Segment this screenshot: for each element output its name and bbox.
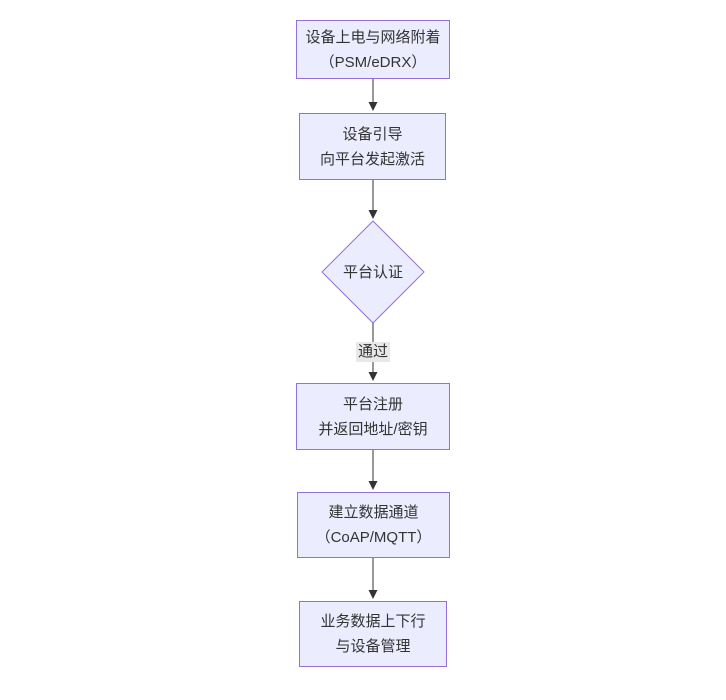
node-device-bootstrap-label: 设备引导 向平台发起激活: [319, 125, 425, 168]
arrowhead-d-e: [368, 481, 378, 490]
arrowhead-e-f: [368, 590, 378, 599]
node-device-bootstrap: 设备引导 向平台发起激活: [299, 113, 446, 180]
node-business-data-label: 业务数据上下行 与设备管理: [320, 613, 426, 655]
edge-label-pass: 通过: [355, 342, 391, 362]
node-platform-auth-label: 平台认证: [342, 263, 403, 281]
node-platform-auth: 平台认证: [322, 221, 424, 323]
arrowhead-a-b: [368, 102, 378, 111]
node-data-channel-label: 建立数据通道 （CoAP/MQTT）: [315, 504, 432, 546]
node-power-on-attach-label: 设备上电与网络附着 （PSM/eDRX）: [305, 28, 441, 71]
arrowhead-b-c: [368, 210, 378, 219]
node-business-data: 业务数据上下行 与设备管理: [299, 601, 447, 667]
node-platform-register: 平台注册 并返回地址/密钥: [296, 383, 450, 450]
node-platform-register-label: 平台注册 并返回地址/密钥: [318, 395, 428, 438]
node-power-on-attach: 设备上电与网络附着 （PSM/eDRX）: [296, 20, 450, 79]
node-data-channel: 建立数据通道 （CoAP/MQTT）: [297, 492, 450, 558]
arrowhead-c-d: [368, 372, 378, 381]
